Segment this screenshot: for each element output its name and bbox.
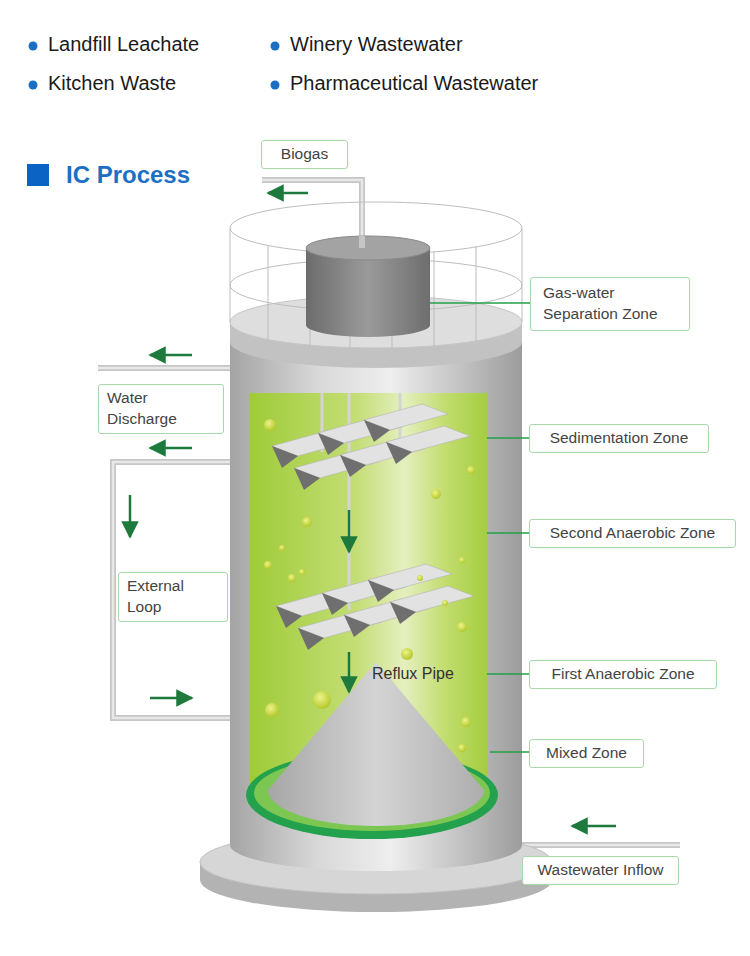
separator-blade	[386, 426, 470, 464]
callout-label: External Loop	[127, 576, 219, 618]
callout-box: Gas-water Separation Zone	[530, 277, 690, 331]
separator-top	[306, 236, 430, 260]
callout-label: Mixed Zone	[546, 743, 627, 764]
gas-bubble	[461, 717, 471, 727]
wireframe-line	[522, 228, 523, 322]
gas-bubble	[265, 703, 279, 717]
external-loop-pipe-highlight	[113, 462, 232, 718]
callout-box: Water Discharge	[98, 384, 224, 434]
external-loop-pipe	[113, 462, 232, 718]
gas-bubble	[279, 545, 285, 551]
callout-label: Wastewater Inflow	[537, 860, 663, 881]
gas-bubble	[467, 466, 475, 474]
gas-bubble	[459, 557, 465, 563]
bullet-item: Landfill Leachate	[48, 33, 199, 56]
flow-arrow	[348, 510, 351, 552]
callout-box: Second Anaerobic Zone	[529, 519, 736, 548]
discharge-pipe	[98, 365, 232, 371]
biogas-pipe	[359, 236, 365, 248]
callout-label: Water Discharge	[107, 388, 215, 430]
wireframe-line	[230, 228, 231, 322]
gas-bubble	[442, 600, 448, 606]
leader-line	[487, 673, 529, 675]
flow-arrow	[129, 495, 132, 537]
flow-arrow	[572, 825, 616, 828]
gas-bubble	[417, 575, 423, 581]
leader-line	[490, 751, 529, 753]
bullet-item: Winery Wastewater	[290, 33, 463, 56]
callout-label: Sedimentation Zone	[550, 428, 689, 449]
gas-bubble	[458, 744, 466, 752]
gas-bubble	[264, 561, 272, 569]
gas-bubble	[299, 569, 305, 575]
bullet-item: Pharmaceutical Wastewater	[290, 72, 538, 95]
flow-arrow	[268, 192, 308, 195]
gas-bubble	[313, 691, 331, 709]
callout-label: Gas-water Separation Zone	[543, 283, 681, 325]
flow-arrow	[348, 652, 351, 692]
flow-arrow	[150, 697, 192, 700]
wireframe-line	[268, 246, 269, 342]
bullet-dot	[271, 81, 280, 90]
gas-bubble	[288, 574, 296, 582]
leader-line	[430, 302, 530, 304]
discharge-pipe-highlight	[98, 367, 232, 370]
leader-line	[487, 437, 529, 439]
distributor-cone	[268, 662, 484, 826]
gas-bubble	[431, 489, 441, 499]
flow-arrow	[150, 354, 192, 357]
callout-box: First Anaerobic Zone	[529, 660, 717, 689]
bullet-item: Kitchen Waste	[48, 72, 176, 95]
part-label: Reflux Pipe	[372, 665, 454, 683]
reactor-body	[230, 338, 522, 871]
callout-box: Mixed Zone	[529, 739, 644, 768]
gas-bubble	[264, 419, 276, 431]
bullet-dot	[29, 42, 38, 51]
leader-line	[487, 532, 529, 534]
callout-box: Sedimentation Zone	[529, 424, 709, 453]
gas-bubble	[457, 622, 467, 632]
callout-box: Wastewater Inflow	[522, 856, 679, 885]
callout-box: Biogas	[261, 140, 348, 169]
inflow-pipe	[520, 842, 680, 848]
callout-box: External Loop	[118, 572, 228, 622]
wireframe-line	[434, 252, 435, 347]
title-square	[27, 164, 49, 186]
bullet-dot	[29, 81, 38, 90]
gas-bubble	[302, 517, 312, 527]
callout-label: Biogas	[281, 144, 328, 165]
gas-bubble	[401, 648, 413, 660]
flow-arrow	[150, 447, 192, 450]
diagram-title: IC Process	[66, 161, 190, 189]
wireframe-line	[476, 246, 477, 342]
inflow-pipe-highlight	[520, 844, 680, 847]
bullet-dot	[271, 42, 280, 51]
callout-label: Second Anaerobic Zone	[550, 523, 715, 544]
separator-cylinder	[306, 248, 430, 337]
callout-label: First Anaerobic Zone	[551, 664, 694, 685]
separator-blade	[390, 586, 474, 624]
